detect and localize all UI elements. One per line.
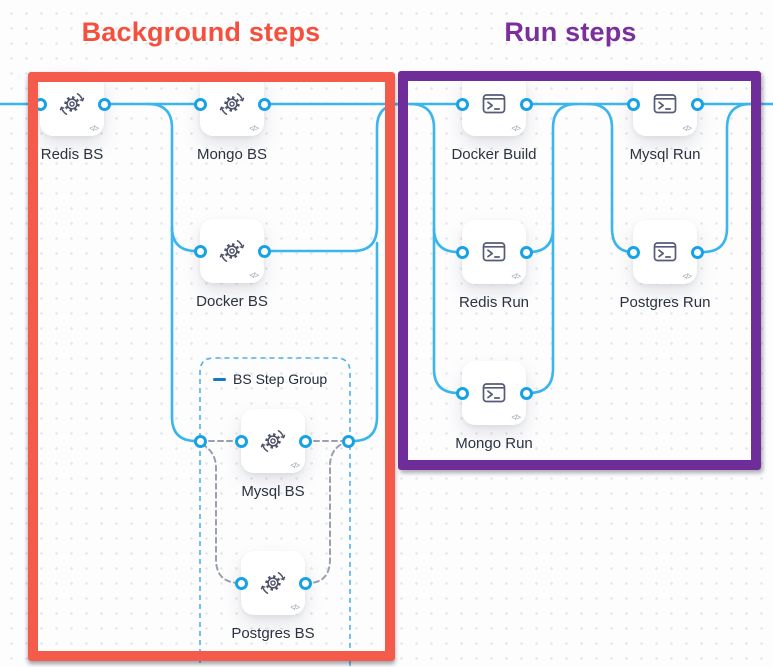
- port-docker-build-out[interactable]: [519, 97, 533, 111]
- port-postgres-run-out[interactable]: [690, 245, 704, 259]
- port-mongo-run-out[interactable]: [519, 386, 533, 400]
- port-redis-bs-out[interactable]: [97, 97, 111, 111]
- code-glyph-icon: </>: [89, 124, 99, 133]
- step-node-mysql-bs[interactable]: </>: [241, 409, 305, 473]
- step-node-docker-bs[interactable]: </>: [200, 219, 264, 283]
- port-docker-bs-in[interactable]: [193, 244, 207, 258]
- wire-docker-bs-out: [262, 102, 403, 253]
- port-mongo-bs-in[interactable]: [193, 97, 207, 111]
- step-label-docker-build: Docker Build: [451, 146, 537, 163]
- step-node-redis-bs[interactable]: </>: [40, 72, 104, 136]
- step-group-label[interactable]: BS Step Group: [233, 371, 328, 387]
- code-glyph-icon: </>: [511, 124, 521, 133]
- gear-sync-icon: [260, 429, 286, 453]
- port-redis-run-in[interactable]: [455, 245, 469, 259]
- wire-postgres-bs-to-group-out: [304, 441, 347, 584]
- step-label-mysql-run: Mysql Run: [629, 146, 701, 163]
- step-label-postgres-run: Postgres Run: [619, 294, 711, 311]
- code-glyph-icon: </>: [511, 272, 521, 281]
- run-steps-title: Run steps: [504, 17, 637, 47]
- port-mysql-run-in[interactable]: [626, 97, 640, 111]
- step-node-docker-build[interactable]: </>: [462, 72, 526, 136]
- step-node-postgres-run[interactable]: </>: [633, 220, 697, 284]
- wire-branch-to-postgres-run: [586, 102, 635, 254]
- port-group-in[interactable]: [193, 434, 207, 448]
- wire-branch-to-step-group: [146, 102, 202, 443]
- port-mysql-bs-out[interactable]: [298, 434, 312, 448]
- gear-sync-icon: [260, 571, 286, 595]
- code-glyph-icon: </>: [511, 413, 521, 422]
- step-label-redis-bs: Redis BS: [40, 146, 104, 163]
- port-postgres-bs-in[interactable]: [234, 576, 248, 590]
- wire-branch-to-mongo-run: [408, 102, 464, 395]
- port-redis-run-out[interactable]: [519, 245, 533, 259]
- code-glyph-icon: </>: [682, 124, 692, 133]
- port-docker-build-in[interactable]: [455, 97, 469, 111]
- wire-group-out: [346, 241, 379, 443]
- code-glyph-icon: </>: [249, 271, 259, 280]
- step-label-redis-run: Redis Run: [458, 294, 530, 311]
- terminal-icon: [482, 94, 506, 114]
- port-redis-bs-in[interactable]: [33, 97, 47, 111]
- port-postgres-run-in[interactable]: [626, 245, 640, 259]
- wire-postgres-run-out: [695, 102, 753, 254]
- code-glyph-icon: </>: [290, 603, 300, 612]
- step-node-redis-run[interactable]: </>: [462, 220, 526, 284]
- terminal-icon: [653, 242, 677, 262]
- background-steps-title: Background steps: [81, 17, 321, 47]
- gear-sync-icon: [219, 239, 245, 263]
- collapse-group-icon[interactable]: [213, 378, 226, 381]
- terminal-icon: [653, 94, 677, 114]
- step-node-mongo-bs[interactable]: </>: [200, 72, 264, 136]
- port-mysql-run-out[interactable]: [690, 97, 704, 111]
- port-group-out[interactable]: [341, 434, 355, 448]
- port-mysql-bs-in[interactable]: [234, 434, 248, 448]
- step-label-mongo-bs: Mongo BS: [196, 146, 268, 163]
- step-node-mysql-run[interactable]: </>: [633, 72, 697, 136]
- wire-group-in-to-postgres-bs: [201, 443, 242, 584]
- step-label-mongo-run: Mongo Run: [455, 435, 533, 452]
- step-node-mongo-run[interactable]: </>: [462, 361, 526, 425]
- step-group-border: [199, 357, 351, 667]
- wire-mongo-run-out: [524, 102, 579, 395]
- code-glyph-icon: </>: [682, 272, 692, 281]
- step-label-docker-bs: Docker BS: [196, 293, 268, 310]
- port-mongo-run-in[interactable]: [455, 386, 469, 400]
- port-docker-bs-out[interactable]: [257, 244, 271, 258]
- code-glyph-icon: </>: [249, 124, 259, 133]
- terminal-icon: [482, 383, 506, 403]
- step-node-postgres-bs[interactable]: </>: [241, 551, 305, 615]
- code-glyph-icon: </>: [290, 461, 300, 470]
- step-label-postgres-bs: Postgres BS: [231, 625, 315, 642]
- terminal-icon: [482, 242, 506, 262]
- gear-sync-icon: [219, 92, 245, 116]
- port-mongo-bs-out[interactable]: [257, 97, 271, 111]
- port-postgres-bs-out[interactable]: [298, 576, 312, 590]
- gear-sync-icon: [59, 92, 85, 116]
- step-label-mysql-bs: Mysql BS: [241, 483, 305, 500]
